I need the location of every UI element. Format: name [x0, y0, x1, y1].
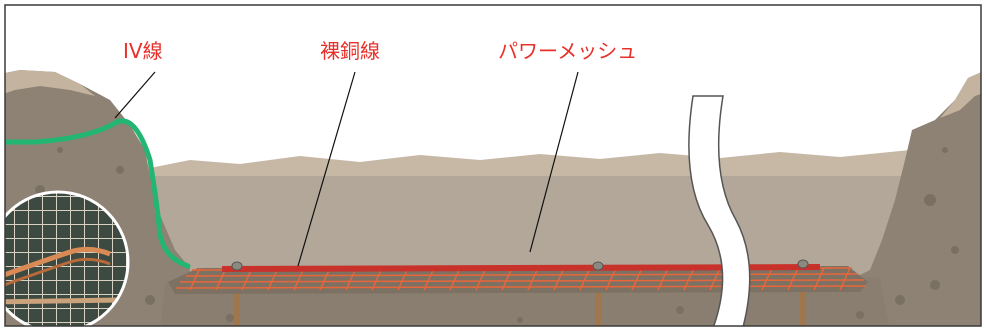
diagram-frame: [4, 4, 982, 327]
support-posts: [234, 292, 806, 326]
label-power-mesh: パワーメッシュ: [498, 39, 637, 63]
callout-lines: [114, 71, 579, 267]
right-soil-highlight: [940, 72, 981, 118]
label-bare-copper-wire: 裸銅線: [320, 39, 380, 63]
label-iv-wire: IV線: [123, 39, 163, 63]
right-soil-mound: [850, 72, 981, 326]
break-symbol: [688, 95, 751, 326]
mesh-bolts: [231, 259, 809, 271]
bare-copper-wire: [222, 264, 820, 272]
iv-wire: [5, 118, 191, 269]
magnified-detail-lens: [5, 190, 130, 326]
left-soil-highlight: [5, 70, 95, 96]
